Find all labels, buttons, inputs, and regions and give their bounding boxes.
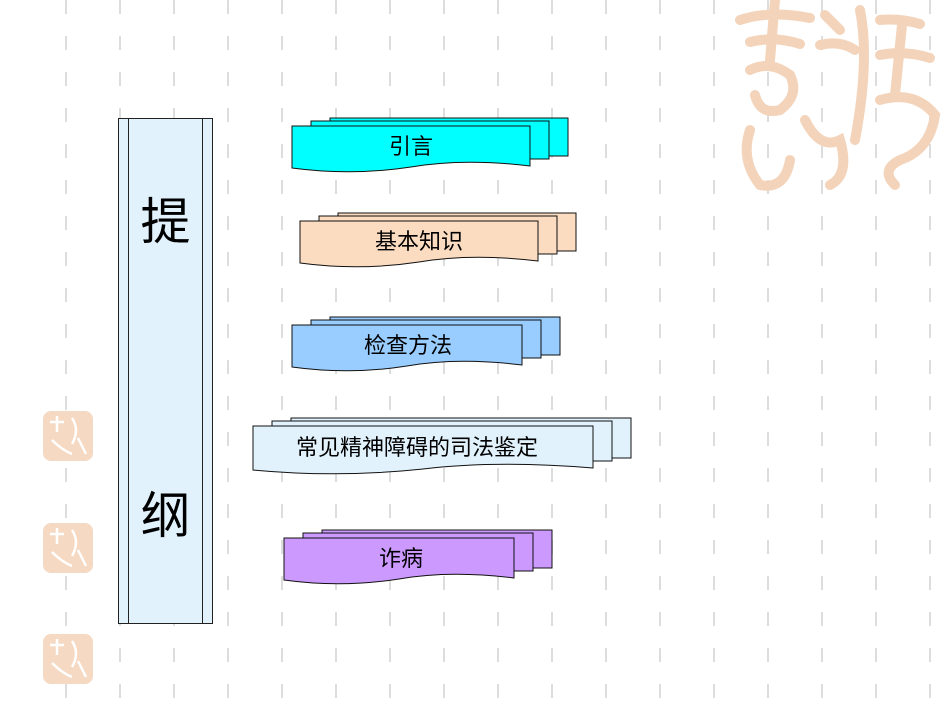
menu-item-malingering[interactable]: 诈病 [283,529,556,586]
menu-item-label: 引言 [388,135,433,160]
seal-logo-top-right [735,0,941,191]
seal-stamp-3 [43,634,93,684]
menu-shape [252,417,632,475]
menu-shape [283,529,553,585]
menu-item-basic-knowledge[interactable]: 基本知识 [299,212,580,269]
menu-item-introduction[interactable]: 引言 [291,117,572,174]
menu-shape [291,316,561,372]
menu-item-examination-methods[interactable]: 检查方法 [291,316,564,373]
menu-shape [299,212,577,268]
menu-shape [291,117,569,173]
seal-stamp-1 [43,411,93,461]
banner-char-bottom: 纲 [140,487,191,545]
banner-char-top: 提 [140,193,191,251]
seal-stamp-2 [43,523,93,573]
menu-item-label: 常见精神障碍的司法鉴定 [295,436,538,461]
menu-item-label: 诈病 [378,547,423,572]
menu-item-forensic-appraisal[interactable]: 常见精神障碍的司法鉴定 [252,417,635,476]
menu-item-label: 检查方法 [363,334,452,359]
menu-item-label: 基本知识 [374,230,463,255]
outline-vertical-banner: 提 纲 [118,118,213,624]
